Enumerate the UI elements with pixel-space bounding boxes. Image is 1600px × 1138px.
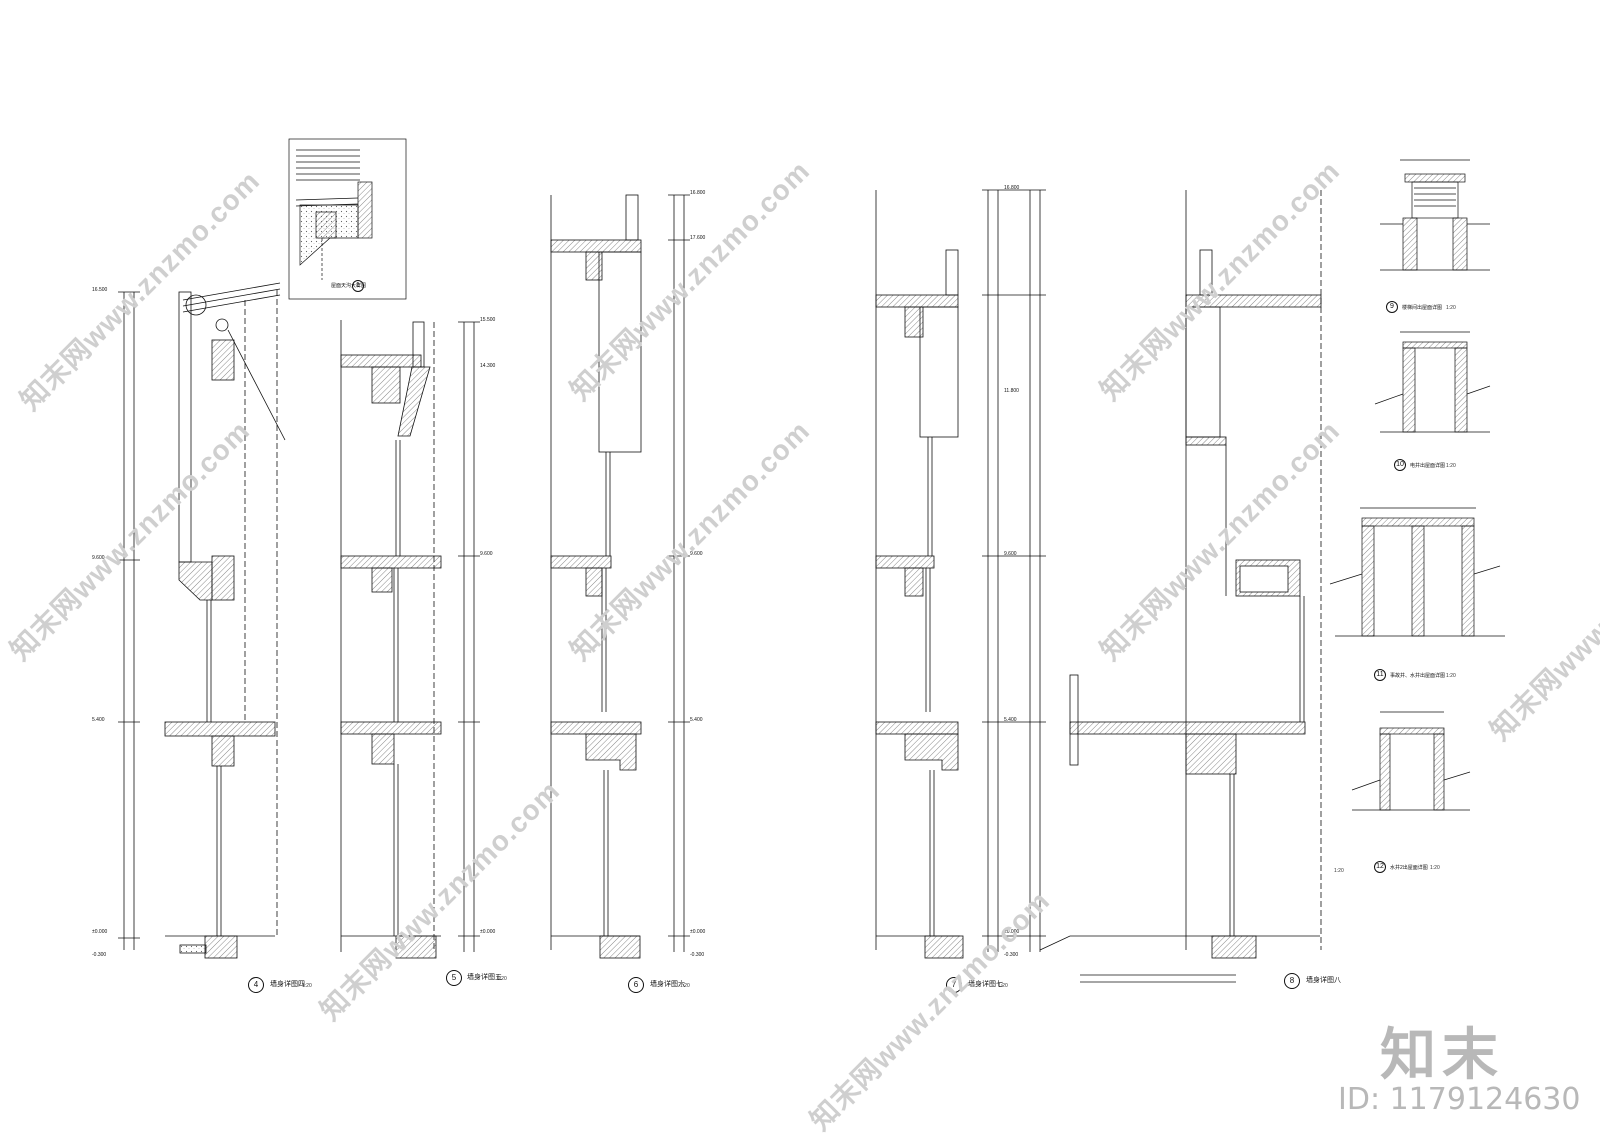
roof-detail-9-number: 9 xyxy=(1386,301,1398,313)
elev-s5-top: 15.500 xyxy=(480,317,496,323)
roof-detail-11-number: 11 xyxy=(1374,669,1386,681)
section-8-number: 8 xyxy=(1284,973,1300,989)
elev-s5-ground: ±0.000 xyxy=(480,929,496,935)
roof-detail-12 xyxy=(1351,711,1471,811)
section-4-title: 墙身详图四 xyxy=(270,981,305,988)
elev-s6-low: 5.400 xyxy=(690,717,703,723)
section-4-scale: 1:20 xyxy=(302,983,312,989)
section-5-number: 5 xyxy=(446,970,462,986)
elev-s6-mid: 9.600 xyxy=(690,551,703,557)
section-7-number: 7 xyxy=(946,977,962,993)
elev-s4-below: -0.300 xyxy=(92,952,107,958)
section-5-title: 墙身详图五 xyxy=(467,974,502,981)
section-4-drawing xyxy=(118,282,286,959)
brand-id: ID: 1179124630 xyxy=(1338,1082,1581,1117)
elev-s7-ground: ±0.000 xyxy=(1004,929,1020,935)
roof-detail-12-scale: 1:20 xyxy=(1430,865,1440,871)
roof-detail-12-title: 水井2出屋面详图 xyxy=(1390,865,1428,871)
elev-s7-low: 5.400 xyxy=(1004,717,1017,723)
section-6-scale: 1:20 xyxy=(680,983,690,989)
section-7-scale: 1:20 xyxy=(998,983,1008,989)
elev-s7-top: 16.800 xyxy=(1004,185,1020,191)
section-7-drawing xyxy=(875,189,1046,959)
roof-detail-11 xyxy=(1329,507,1505,637)
brand-logo: 知末 xyxy=(1380,1023,1504,1088)
elev-s4-ground: ±0.000 xyxy=(92,929,108,935)
elev-s6-top: 16.800 xyxy=(690,190,706,196)
elev-s4-mid: 9.600 xyxy=(92,555,105,561)
elev-s7-below: -0.300 xyxy=(1004,952,1019,958)
elev-s6-below: -0.300 xyxy=(690,952,705,958)
section-7-title: 墙身详图七 xyxy=(968,981,1003,988)
roof-detail-10-number: 10 xyxy=(1394,459,1406,471)
section-8-drawing xyxy=(1039,190,1322,983)
section-6-title: 墙身详图六 xyxy=(650,981,685,988)
inset-caption: 屋面天沟大样图 xyxy=(331,283,367,289)
section-4-number: 4 xyxy=(248,977,264,993)
section-5-drawing xyxy=(340,320,480,959)
section-6-drawing xyxy=(550,194,690,959)
elev-s5-mid: 9.600 xyxy=(480,551,493,557)
inset-number: 1 xyxy=(352,280,364,292)
roof-detail-9 xyxy=(1380,159,1490,271)
roof-detail-10-scale: 1:20 xyxy=(1446,463,1456,469)
roof-detail-11-title: 事故井、水井出屋面详图 xyxy=(1390,673,1446,679)
roof-detail-10 xyxy=(1374,331,1491,433)
roof-detail-9-scale: 1:20 xyxy=(1446,305,1456,311)
roof-detail-12-number: 12 xyxy=(1374,861,1386,873)
elev-s6-roof: 17.600 xyxy=(690,235,706,241)
elev-s4-top: 16.500 xyxy=(92,287,108,293)
elev-s7-mid: 9.600 xyxy=(1004,551,1017,557)
section-5-scale: 1:20 xyxy=(497,976,507,982)
general-scale-note: 1:20 xyxy=(1334,868,1344,874)
elev-s5-roof: 14.300 xyxy=(480,363,496,369)
elev-s7-upper: 11.800 xyxy=(1004,388,1019,394)
section-8-title: 墙身详图八 xyxy=(1306,977,1341,984)
roof-detail-9-title: 楼梯间出屋面详图 xyxy=(1402,305,1443,311)
inset-detail-1 xyxy=(288,138,407,300)
elev-s6-ground: ±0.000 xyxy=(690,929,706,935)
roof-detail-11-scale: 1:20 xyxy=(1446,673,1456,679)
roof-detail-10-title: 电井出屋面详图 xyxy=(1410,463,1446,469)
elev-s4-low: 5.400 xyxy=(92,717,105,723)
section-6-number: 6 xyxy=(628,977,644,993)
